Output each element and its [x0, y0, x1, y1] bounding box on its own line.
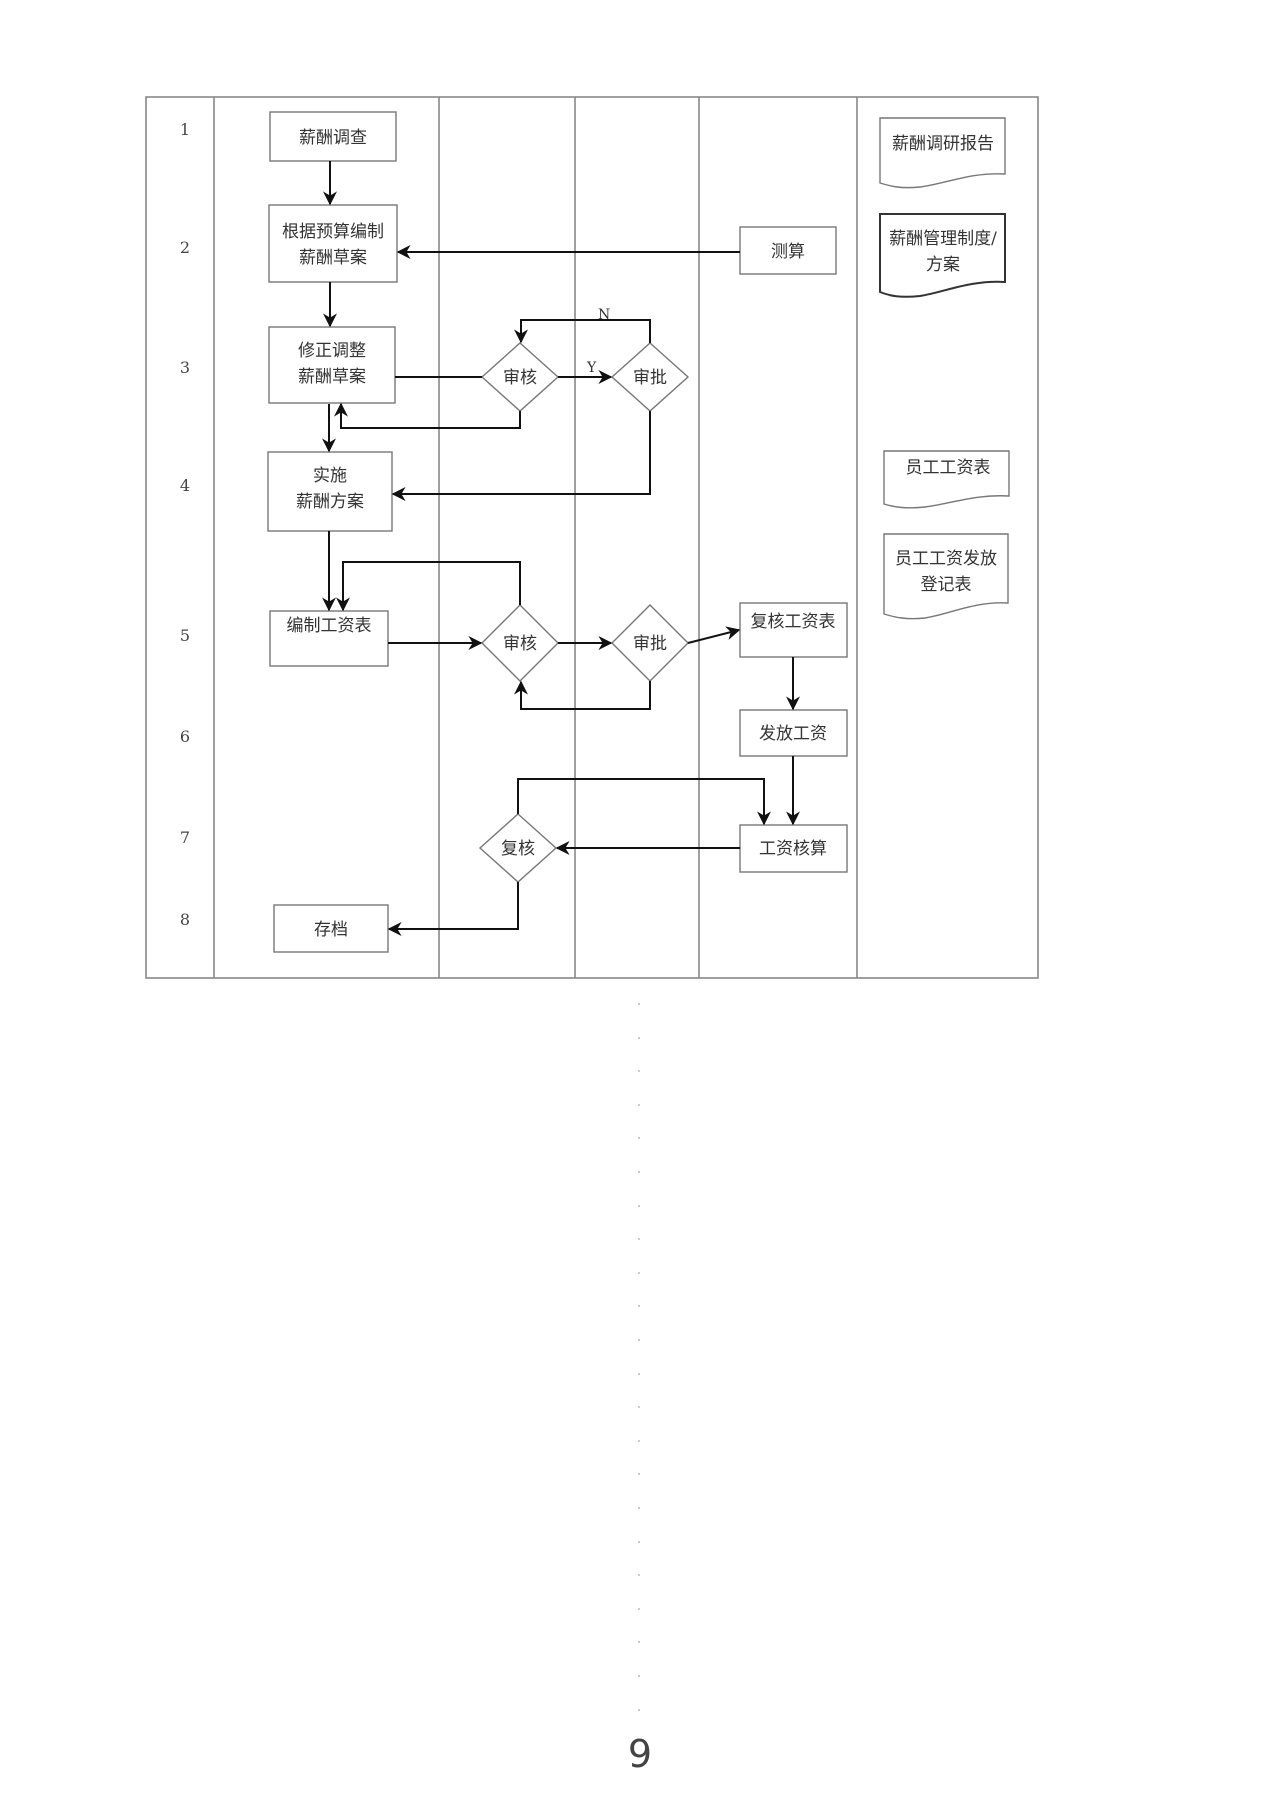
revise-label-line1: 修正调整 — [298, 341, 366, 361]
arrow-review-back-to-revise — [334, 402, 521, 429]
revise-label-line2: 薪酬草案 — [298, 367, 366, 387]
dot — [638, 1507, 640, 1509]
dot — [638, 1574, 640, 1577]
arrow-review-back-to-payroll — [336, 561, 521, 612]
dot — [638, 1305, 640, 1308]
dot — [638, 1204, 640, 1207]
recheck-payroll-box[interactable] — [739, 602, 848, 658]
row-number: 6 — [180, 727, 190, 746]
row-number: 1 — [180, 120, 190, 139]
calculation-label: 测算 — [771, 242, 805, 262]
dot — [638, 1137, 640, 1140]
dot — [638, 1372, 640, 1375]
make-payroll-box[interactable] — [269, 610, 389, 667]
survey-report-document — [879, 117, 1006, 189]
payroll-table-label: 员工工资表 — [906, 458, 991, 478]
dot — [638, 1641, 640, 1644]
row-number: 2 — [180, 238, 190, 257]
payment-register-label-line1: 员工工资发放 — [895, 549, 997, 569]
archive-label: 存档 — [314, 920, 348, 940]
dot — [638, 1439, 640, 1442]
arrow-approve-to-recheck-payroll — [687, 626, 741, 644]
implement-label-line1: 实施 — [313, 466, 347, 486]
dot — [638, 1103, 640, 1106]
pay-salary-box[interactable] — [739, 709, 848, 757]
dot — [638, 1473, 640, 1476]
draft-label-line2: 薪酬草案 — [299, 248, 367, 268]
review-a-label: 审核 — [503, 368, 537, 388]
row-number: 8 — [180, 910, 190, 929]
dot — [638, 1271, 640, 1274]
survey-report-label: 薪酬调研报告 — [892, 134, 994, 154]
dot — [638, 1708, 640, 1711]
row-number: 3 — [180, 358, 190, 377]
implement-label-line2: 薪酬方案 — [296, 492, 364, 512]
policy-document — [879, 213, 1006, 298]
recheck-label: 复核 — [501, 839, 535, 859]
policy-label-line1: 薪酬管理制度/ — [889, 229, 997, 249]
dot — [638, 1171, 640, 1173]
payment-register-document — [883, 533, 1009, 620]
yes-label: Y — [586, 360, 597, 376]
no-label: N — [598, 307, 610, 323]
dot — [638, 1238, 640, 1241]
arrow-recheck-to-archive — [387, 882, 519, 936]
dot — [638, 1540, 640, 1543]
draft-label-line1: 根据预算编制 — [282, 222, 384, 242]
page-number: 9 — [627, 1732, 653, 1776]
policy-label-line2: 方案 — [926, 255, 960, 275]
row-numbers: 1 2 3 4 5 6 7 8 — [180, 120, 190, 929]
dot — [638, 1339, 640, 1341]
outer-frame — [145, 96, 1039, 979]
dot — [638, 1003, 640, 1005]
arrow-recheck-back-to-accounting — [517, 778, 771, 826]
row-number: 4 — [180, 476, 190, 495]
dot — [638, 1036, 640, 1039]
dot — [638, 1406, 640, 1409]
pay-salary-label: 发放工资 — [759, 724, 827, 744]
dot — [638, 1675, 640, 1677]
row-number: 7 — [180, 828, 190, 847]
approve-b-label: 审批 — [633, 634, 667, 654]
dot — [638, 1070, 640, 1073]
connectors — [322, 161, 800, 936]
salary-accounting-box[interactable] — [739, 824, 848, 873]
salary-accounting-label: 工资核算 — [759, 839, 827, 859]
arrow-approve-no-to-review — [514, 319, 651, 344]
dot — [638, 1607, 640, 1610]
arrow-approve-back-to-review — [514, 680, 651, 710]
implement-plan-box[interactable] — [267, 451, 393, 532]
arrow-approve-to-implement — [391, 411, 651, 501]
calculation-box[interactable] — [739, 226, 837, 275]
salary-process-flowchart: 1 2 3 4 5 6 7 8 — [145, 96, 1039, 979]
payroll-table-document — [883, 450, 1010, 509]
swimlane-grid — [145, 96, 1039, 979]
recheck-payroll-label: 复核工资表 — [751, 612, 836, 632]
review-b-label: 审核 — [503, 634, 537, 654]
salary-survey-label: 薪酬调查 — [299, 128, 367, 148]
salary-survey-box[interactable] — [269, 111, 397, 162]
approve-a-label: 审批 — [633, 368, 667, 388]
make-payroll-label: 编制工资表 — [287, 616, 372, 636]
archive-box[interactable] — [273, 904, 389, 953]
row-number: 5 — [180, 626, 190, 645]
payment-register-label-line2: 登记表 — [921, 575, 972, 595]
revise-draft-box[interactable] — [268, 326, 396, 404]
draft-salary-plan-box[interactable] — [268, 204, 398, 283]
